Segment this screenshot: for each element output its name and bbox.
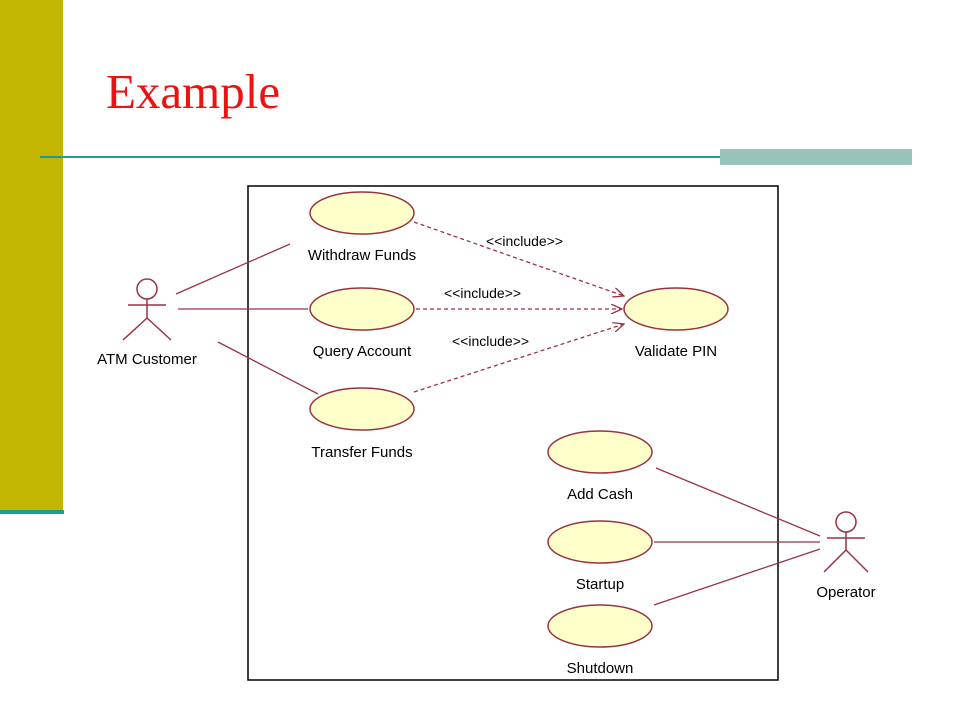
use-case-label: Startup bbox=[576, 576, 624, 593]
use-case-ellipse bbox=[309, 287, 415, 331]
use-case-ellipse bbox=[547, 520, 653, 564]
associations bbox=[175, 243, 821, 606]
actor-label: ATM Customer bbox=[97, 351, 197, 368]
use-case-label: Add Cash bbox=[567, 486, 633, 503]
use-case-withdraw-funds: Withdraw Funds bbox=[308, 191, 416, 264]
include-label-transfer: <<include>> bbox=[452, 333, 529, 349]
use-case-add-cash: Add Cash bbox=[547, 430, 653, 503]
include-withdraw-validate bbox=[413, 221, 624, 296]
use-case-label: Transfer Funds bbox=[311, 444, 412, 461]
actor-atm-customer: ATM Customer bbox=[97, 278, 197, 368]
assoc-operator-shutdown bbox=[653, 548, 821, 606]
include-label-withdraw: <<include>> bbox=[486, 233, 563, 249]
include-label-query: <<include>> bbox=[444, 285, 521, 301]
use-case-label: Withdraw Funds bbox=[308, 247, 416, 264]
use-case-startup: Startup bbox=[547, 520, 653, 593]
use-case-label: Shutdown bbox=[567, 660, 634, 677]
use-case-transfer-funds: Transfer Funds bbox=[309, 387, 415, 461]
title-divider-accent bbox=[720, 149, 912, 165]
use-case-shutdown: Shutdown bbox=[547, 604, 653, 677]
include-dependencies bbox=[413, 221, 624, 393]
assoc-customer-transfer bbox=[217, 341, 319, 395]
left-accent-underline bbox=[0, 510, 64, 514]
use-case-ellipse bbox=[623, 287, 729, 331]
stick-figure-icon bbox=[823, 511, 869, 573]
actor-operator: Operator bbox=[816, 511, 876, 601]
assoc-customer-withdraw bbox=[175, 243, 291, 295]
use-case-diagram: <<include>> <<include>> <<include>> With… bbox=[97, 185, 876, 681]
use-case-ellipse bbox=[309, 387, 415, 431]
use-case-ellipse bbox=[309, 191, 415, 235]
use-case-ellipse bbox=[547, 430, 653, 474]
system-boundary bbox=[247, 185, 779, 681]
left-accent-bar bbox=[0, 0, 63, 511]
use-case-query-account: Query Account bbox=[309, 287, 415, 360]
use-case-label: Validate PIN bbox=[635, 343, 717, 360]
stick-figure-icon bbox=[122, 278, 172, 341]
use-case-validate-pin: Validate PIN bbox=[623, 287, 729, 360]
slide-title: Example bbox=[106, 64, 281, 119]
assoc-operator-addcash bbox=[655, 467, 821, 537]
actor-label: Operator bbox=[816, 584, 875, 601]
title-divider bbox=[40, 156, 912, 158]
include-transfer-validate bbox=[413, 324, 624, 393]
use-case-label: Query Account bbox=[313, 343, 412, 360]
use-case-ellipse bbox=[547, 604, 653, 648]
